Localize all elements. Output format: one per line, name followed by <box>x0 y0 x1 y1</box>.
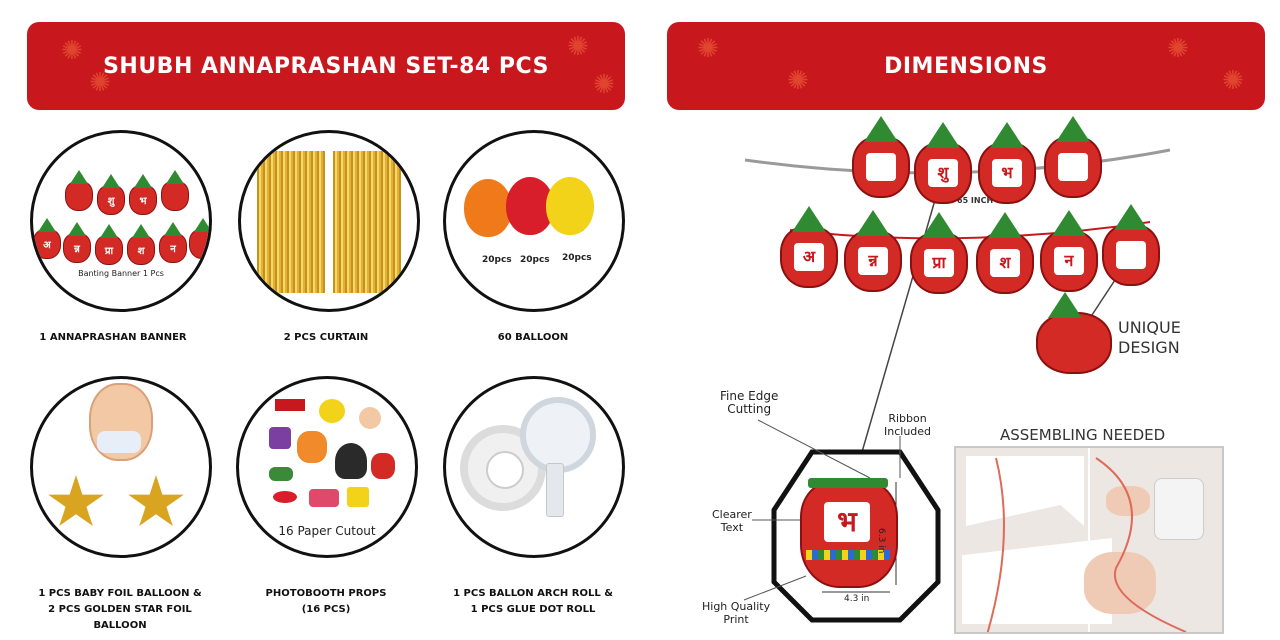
star-foil-balloon <box>128 475 184 526</box>
assembling-photo <box>954 446 1224 634</box>
orange-balloon <box>464 179 512 237</box>
photo-divider <box>1088 448 1090 632</box>
kalash-pot: भ <box>129 185 157 215</box>
photobooth-product-circle: 16 Paper Cutout <box>236 376 418 558</box>
gold-curtain <box>333 151 401 293</box>
kalash-pot <box>65 181 93 211</box>
fine-edge-label: Fine Edge Cutting <box>720 389 779 416</box>
firework-decoration: ✺ <box>567 32 590 62</box>
prop-cutout <box>273 491 297 503</box>
kalash-pot <box>161 181 189 211</box>
detail-letter: भ <box>824 502 870 542</box>
balloon-count: 20pcs <box>482 255 512 265</box>
garland-pot: श <box>976 232 1034 294</box>
prop-cutout <box>319 399 345 423</box>
item-caption: 1 PCS BALLON ARCH ROLL & 1 PCS GLUE DOT … <box>453 588 613 615</box>
prop-cutout <box>269 427 291 449</box>
garland-pot <box>1044 136 1102 198</box>
left-banner-title: SHUBH ANNAPRASHAN SET-84 PCS <box>103 53 549 79</box>
firework-decoration: ✺ <box>593 70 616 100</box>
kalash-pot: शु <box>97 185 125 215</box>
high-quality-label: High Quality Print <box>702 600 771 626</box>
curtain-product-circle <box>238 130 420 312</box>
garland-pot: अ <box>780 226 838 288</box>
item-caption: PHOTOBOOTH PROPS (16 PCS) <box>265 588 387 615</box>
unique-design-label: UNIQUE DESIGN <box>1118 318 1181 357</box>
garland-pot: न्न <box>844 230 902 292</box>
garland-pot: प्रा <box>910 232 968 294</box>
height-dimension: 6.3 in <box>876 528 886 554</box>
yellow-balloon <box>546 177 594 235</box>
prop-cutout <box>309 489 339 507</box>
prop-cutout <box>371 453 395 479</box>
garland-pot <box>1102 224 1160 286</box>
arch-roll-product-circle <box>443 376 625 558</box>
gold-curtain <box>257 151 325 293</box>
baby-diaper <box>97 431 141 453</box>
kalash-pot: न्न <box>63 233 91 263</box>
firework-decoration: ✺ <box>1167 34 1190 64</box>
prop-cutout <box>275 399 305 411</box>
ribbon-lines <box>986 457 1187 632</box>
hand <box>1106 486 1150 516</box>
balloon-count: 20pcs <box>562 253 592 263</box>
width-dimension: 4.3 in <box>844 594 870 604</box>
right-banner-title: DIMENSIONS <box>884 53 1048 79</box>
assembling-title: ASSEMBLING NEEDED <box>1000 426 1166 444</box>
garland-width-label: 65 INCH <box>957 196 994 205</box>
glue-dot-roll-core <box>486 451 524 489</box>
garland-pot <box>852 136 910 198</box>
balloon-product-circle: 20pcs 20pcs 20pcs <box>443 130 625 312</box>
prop-cutout <box>359 407 381 429</box>
firework-decoration: ✺ <box>61 36 84 66</box>
arch-strip <box>546 463 564 517</box>
kalash-pot: न <box>159 233 187 263</box>
kalash-pot <box>189 229 209 259</box>
item-caption: 1 PCS BABY FOIL BALLOON & 2 PCS GOLDEN S… <box>38 588 202 631</box>
firework-decoration: ✺ <box>89 68 112 98</box>
item-caption: 1 ANNAPRASHAN BANNER <box>39 332 187 343</box>
item-caption: 60 BALLOON <box>497 332 569 343</box>
kalash-pot: अ <box>33 229 61 259</box>
firework-decoration: ✺ <box>1222 66 1245 96</box>
ribbon-label: Ribbon Included <box>884 412 932 438</box>
banner-product-circle: शु भ अ न्न प्रा श न Banting Banner 1 Pcs <box>30 130 212 312</box>
foil-balloon-product-circle <box>30 376 212 558</box>
arch-roll <box>520 397 596 473</box>
unique-design-pot <box>1036 312 1112 374</box>
clearer-text-label: Clearer Text <box>712 508 752 534</box>
kalash-pot: प्रा <box>95 235 123 265</box>
glue-dispenser <box>1154 478 1204 540</box>
banner-note: Banting Banner 1 Pcs <box>78 269 164 278</box>
balloon-count: 20pcs <box>520 255 550 265</box>
kalash-pot: श <box>127 235 155 265</box>
firework-decoration: ✺ <box>697 34 720 64</box>
photobooth-note: 16 Paper Cutout <box>278 524 376 538</box>
prop-cutout <box>297 431 327 463</box>
detail-pot-rim <box>808 478 888 488</box>
detail-pot: भ <box>800 478 898 588</box>
right-title-banner: ✺ ✺ ✺ ✺ DIMENSIONS <box>667 22 1265 110</box>
star-foil-balloon <box>48 475 104 526</box>
item-caption: 2 PCS CURTAIN <box>283 332 369 343</box>
left-title-banner: ✺ ✺ ✺ ✺ SHUBH ANNAPRASHAN SET-84 PCS <box>27 22 625 110</box>
garland-pot: भ <box>978 142 1036 204</box>
prop-cutout <box>269 467 293 481</box>
prop-cutout <box>335 443 367 479</box>
prop-cutout <box>347 487 369 507</box>
firework-decoration: ✺ <box>787 66 810 96</box>
garland-pot: न <box>1040 230 1098 292</box>
garland-pot: शु <box>914 142 972 204</box>
pot-pattern <box>806 550 890 560</box>
